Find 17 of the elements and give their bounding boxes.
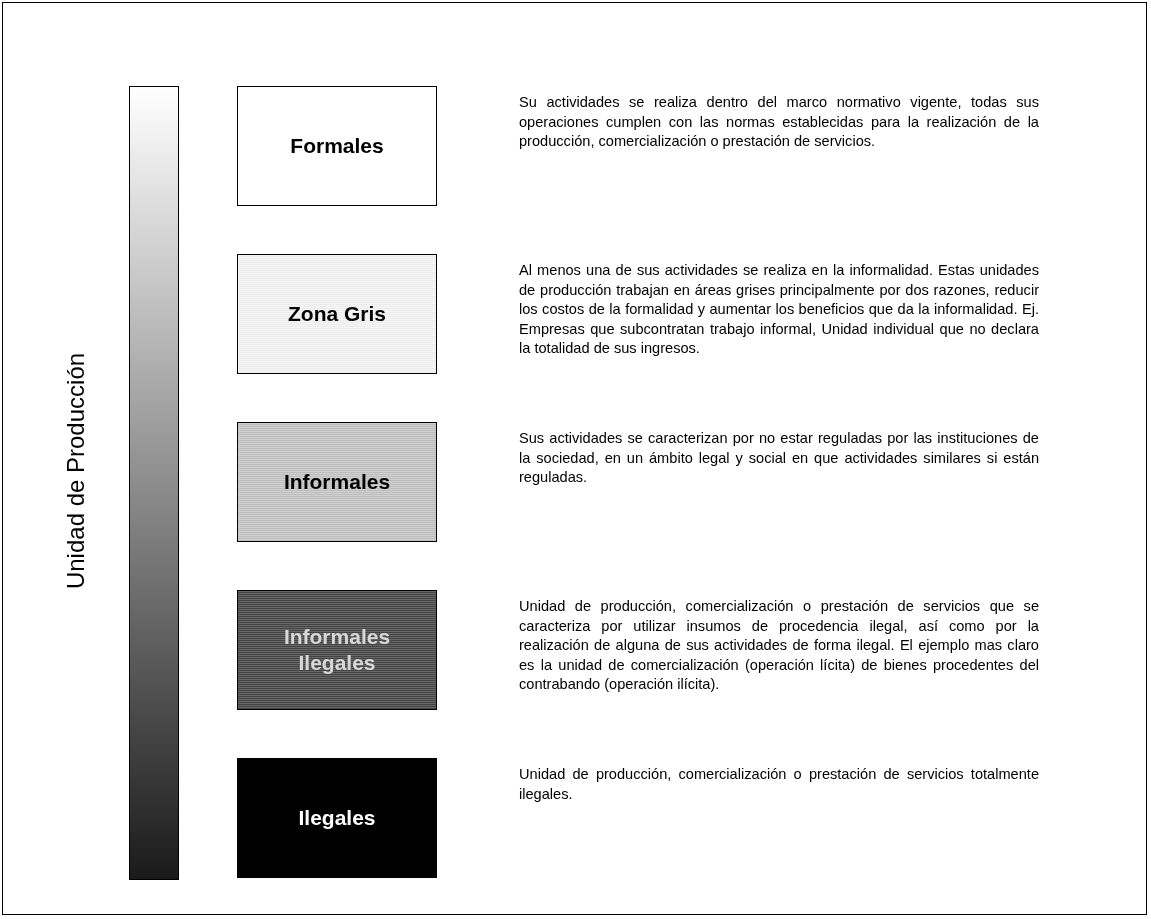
box-label: Informales Ilegales [282, 624, 392, 676]
description-text: Su actividades se realiza dentro del marco normativo vigente, todas sus operaciones cumplen con las normas establecidas para la realización de la producción, comercialización o prestación de servicios. [519, 93, 1039, 151]
description-text: Unidad de producción, comercialización o prestación de servicios totalmente ilegales. [519, 765, 1039, 804]
axis-label: Unidad de Producción [62, 352, 91, 590]
gradient-bar [129, 86, 179, 880]
category-box [237, 758, 437, 878]
description-text: Unidad de producción, comercialización o prestación de servicios que se caracteriza por utilizar insumos de procedencia ilegal, así como por la realización de alguna de sus actividades de forma ilegal. El ejemplo mas claro es la unidad de comercialización (operación lícita) de bienes procedentes del contrabando (operación ilícita). [519, 597, 1039, 694]
category-box [237, 254, 437, 374]
box-label: Ilegales [297, 805, 377, 831]
description-text: Al menos una de sus actividades se realiza en la informalidad. Estas unidades de producción trabajan en áreas grises principalmente por dos razones, reducir los costos de la formalidad y aumentar los beneficios que da la informalidad. Ej. Empresas que subcontratan trabajo informal, Unidad individual que no declara la totalidad de sus ingresos. [519, 261, 1039, 358]
box-label: Informales [282, 469, 392, 495]
description-text: Sus actividades se caracterizan por no estar reguladas por las instituciones de la sociedad, en un ámbito legal y social en que actividades similares si están reguladas. [519, 429, 1039, 487]
box-label: Formales [289, 133, 385, 159]
category-box [237, 422, 437, 542]
category-box [237, 590, 437, 710]
box-label: Zona Gris [287, 301, 387, 327]
category-box [237, 86, 437, 206]
